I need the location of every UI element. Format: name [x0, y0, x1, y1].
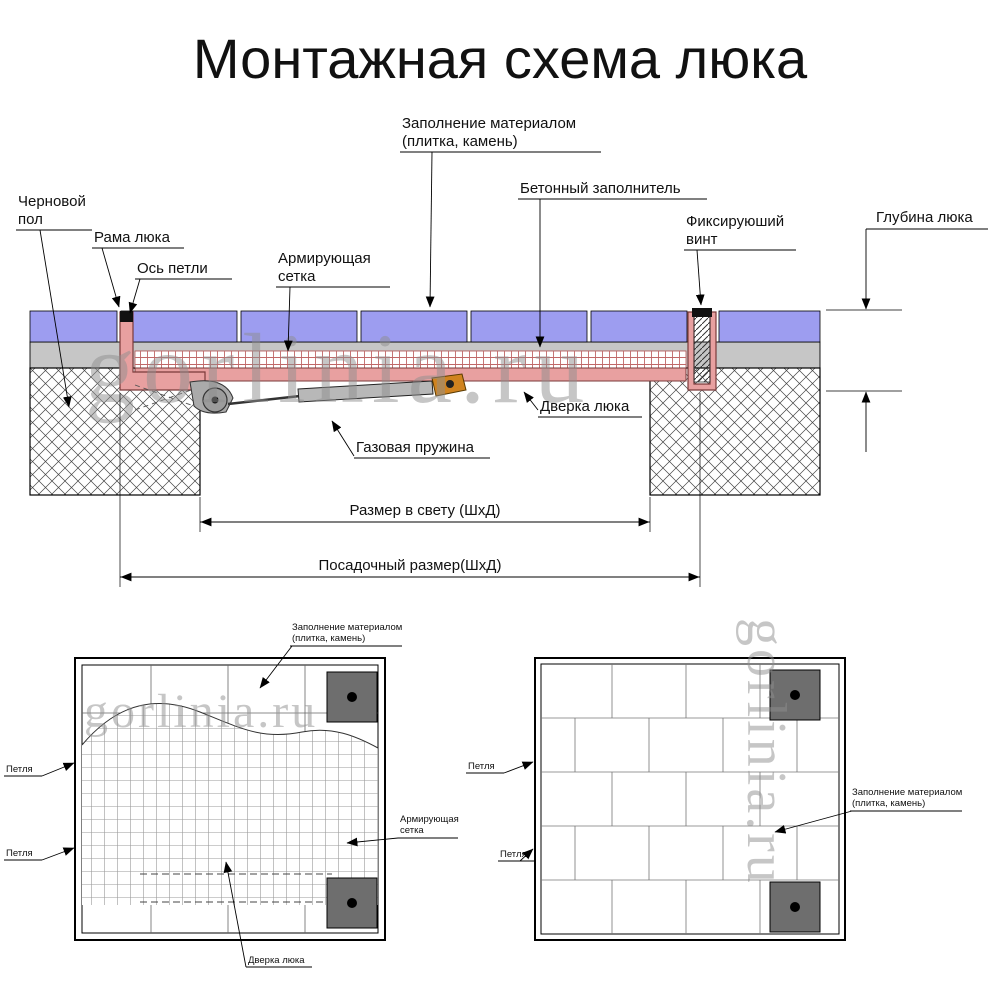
clear-size-label: Размер в свету (ШхД): [349, 502, 500, 519]
fixing-screw-head: [692, 308, 712, 317]
plan-right-tile-joints-even: [611, 664, 761, 934]
watermark-plan-left: gorlinia.ru: [84, 685, 318, 738]
fixing-screw-label-line2: винт: [686, 231, 718, 248]
hinge-hidden-edges: [134, 384, 206, 411]
gas-spring-body: [297, 380, 434, 403]
fill-material-label-line2: (плитка, камень): [402, 133, 518, 150]
reinforcing-mesh-label-line1: Армирующая: [278, 250, 371, 267]
plan-left-fill-material-line1: Заполнение материалом: [292, 622, 402, 633]
hinge-axis-label: Ось петли: [137, 260, 208, 277]
hatch-frame-label: Рама люка: [94, 229, 171, 246]
plan-left-door-label: Дверка люка: [248, 955, 305, 966]
plan-left-fill-material-leader: [259, 645, 293, 689]
bracket-pin: [446, 380, 454, 388]
concrete-filler-label: Бетонный заполнитель: [520, 180, 681, 197]
fixing-screw-leader: [695, 249, 705, 306]
plan-right-tile-joints-odd: [574, 718, 798, 880]
hatch-door-leader: [523, 391, 539, 411]
mount-pin: [347, 898, 357, 908]
tile-segment: [470, 310, 588, 343]
fixing-screw-label-line1: Фиксируюший: [686, 213, 784, 230]
plan-right-hinge-bottom-leader: [519, 848, 534, 862]
reinforcing-mesh-label-line2: сетка: [278, 268, 316, 285]
plan-left-hinge-bottom-leader: [41, 847, 75, 861]
plan-left-mesh-label-line1: Армирующая: [400, 814, 459, 825]
plan-right-fill-material-line2: (плитка, камень): [852, 798, 925, 809]
plan-left-outer-frame: [74, 657, 386, 941]
subfloor-label-line2: пол: [18, 211, 43, 228]
plan-left-hinge-top-leader: [41, 762, 75, 777]
gas-spring-label: Газовая пружина: [356, 439, 475, 456]
plan-right-outer-frame: [534, 657, 846, 941]
plan-right-fill-material-line1: Заполнение материалом: [852, 787, 962, 798]
gas-spring-leader: [331, 420, 355, 457]
plan-left-hinge-top-label: Петля: [6, 764, 33, 775]
plan-right-hinge-top-label: Петля: [468, 761, 495, 772]
reinforcing-mesh-leader: [283, 286, 293, 352]
watermark-plan-right: gorlinia.ru: [735, 618, 797, 886]
plan-left-mesh-leader: [346, 837, 399, 847]
plan-left-fill-material-line2: (плитка, камень): [292, 633, 365, 644]
fixing-screw-body: [693, 315, 711, 383]
tile-layer: [29, 310, 821, 343]
plan-right-hinge-top-leader: [503, 761, 534, 774]
plan-left-hinge-bottom-label: Петля: [6, 848, 33, 859]
page-title: Монтажная схема люка: [193, 27, 808, 90]
hinge-axis-leader: [128, 278, 141, 314]
cross-section-view: gorlinia.ru Заполнение материалом (плитк…: [16, 115, 988, 587]
hinge-pin: [211, 396, 219, 404]
subfloor-leader: [39, 229, 72, 408]
fill-material-label-line1: Заполнение материалом: [402, 115, 576, 132]
gas-spring-rod: [227, 394, 301, 406]
plan-view-right: gorlinia.ru Петля Петля Заполнение матер…: [466, 618, 962, 941]
door-hidden-outline: [140, 873, 332, 903]
tile-segment: [360, 310, 468, 343]
fill-material-leader: [425, 151, 435, 308]
watermark-section: gorlinia.ru: [85, 313, 592, 424]
subfloor-label-line1: Черновой: [18, 193, 86, 210]
mounting-size-label: Посадочный размер(ШхД): [319, 557, 502, 574]
subfloor-block-right: [649, 367, 821, 496]
plan-left-door-leader: [223, 861, 247, 968]
tile-segment: [718, 310, 821, 343]
tile-segment: [29, 310, 118, 343]
tile-segment: [120, 310, 238, 343]
plan-right-tile-rows: [541, 717, 839, 881]
plan-right-inner-frame: [540, 663, 840, 935]
plan-left-mesh-label-line2: сетка: [400, 825, 424, 836]
mount-pin: [790, 690, 800, 700]
hatch-door-label: Дверка люка: [540, 398, 630, 415]
mount-pin: [790, 902, 800, 912]
plan-right-hinge-bottom-label: Петля: [500, 849, 527, 860]
hinge-axis-block: [120, 311, 133, 322]
tile-segment: [590, 310, 688, 343]
plan-right-fill-material-leader: [774, 810, 853, 834]
plan-view-left: gorlinia.ru Заполнение материалом (плитк…: [4, 622, 459, 968]
tile-segment: [240, 310, 358, 343]
mount-pin: [347, 692, 357, 702]
break-line: [81, 702, 379, 749]
corner-mount: [769, 881, 821, 933]
hatch-frame-leader: [101, 247, 121, 308]
reinforcing-mesh-strip: [135, 351, 686, 368]
hatch-depth-label: Глубина люка: [876, 209, 973, 226]
